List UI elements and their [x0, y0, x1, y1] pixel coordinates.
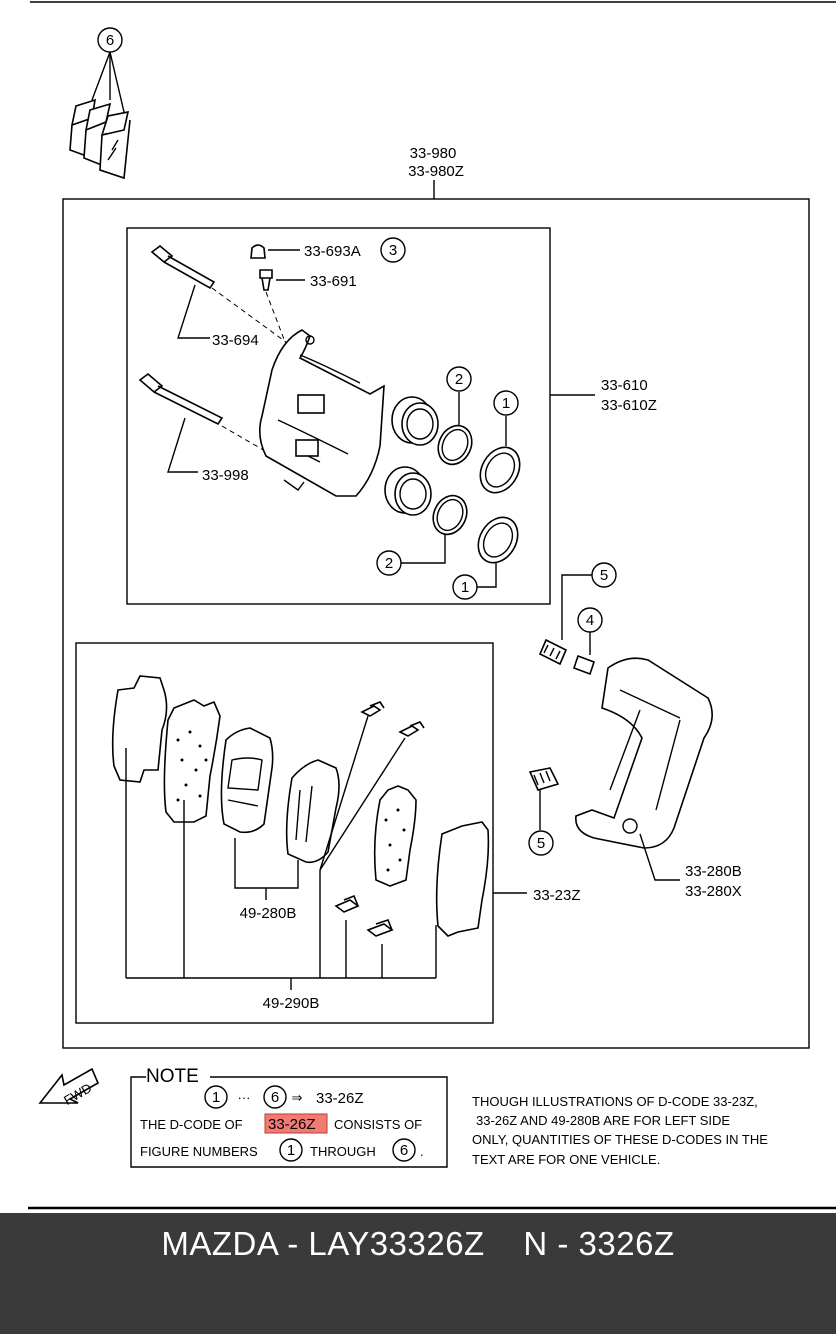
note-line2-pre: THE D-CODE OF — [140, 1117, 243, 1132]
note-line3-period: . — [420, 1144, 424, 1159]
kit-6-illustration: 6 — [69, 27, 131, 180]
note-range-end: 6 — [271, 1089, 279, 1106]
bushing-callout-4: 4 — [586, 612, 594, 629]
seal-callout-upper: 2 — [455, 371, 463, 388]
bushing-callout-5-upper: 5 — [600, 567, 608, 584]
pad-set-label: 49-280B — [240, 905, 297, 922]
note-range-code: 33-26Z — [316, 1090, 364, 1107]
note-line3-mid: THROUGH — [310, 1144, 376, 1159]
note-line3-pre: FIGURE NUMBERS — [140, 1144, 258, 1159]
bracket-label-2: 33-280X — [685, 883, 742, 900]
caliper-assembly-label-2: 33-980Z — [408, 163, 464, 180]
code-highlight — [264, 1113, 328, 1134]
note-arrow: ⇒ — [292, 1090, 303, 1105]
note-line2-post: CONSISTS OF — [334, 1117, 422, 1132]
brake-caliper-diagram: 6 33-980 33-980Z 33-610 33-610Z 33-693A … — [28, 1, 836, 1210]
bracket-label-1: 33-280B — [685, 863, 742, 880]
footer-bar — [0, 1213, 836, 1334]
shim-set-label: 49-290B — [263, 995, 320, 1012]
guide-pin-lower-label: 33-998 — [202, 467, 249, 484]
side-note-line-2: 33-26Z AND 49-280B ARE FOR LEFT SIDE — [476, 1113, 730, 1128]
piston-lower — [384, 466, 432, 516]
kit-6-callout: 6 — [106, 32, 114, 49]
bleeder-screw-label: 33-691 — [310, 273, 357, 290]
bleeder-cap-callout: 3 — [389, 242, 397, 259]
guide-pin-upper-label: 33-694 — [212, 332, 259, 349]
bracket-group: 5 4 5 33-280B 33-280X — [528, 562, 742, 900]
footer-title: MAZDA - LAY33326Z N - 3326Z — [161, 1225, 675, 1262]
side-note-line-4: TEXT ARE FOR ONE VEHICLE. — [472, 1152, 660, 1167]
bushing-callout-5-lower: 5 — [537, 835, 545, 852]
pad-kit-label: 33-23Z — [533, 887, 581, 904]
note-header: NOTE — [146, 1066, 199, 1087]
note-line3-start: 1 — [287, 1142, 295, 1159]
note-line3-end: 6 — [400, 1142, 408, 1159]
caliper-body-label-1: 33-610 — [601, 377, 648, 394]
side-note-line-1: THOUGH ILLUSTRATIONS OF D-CODE 33-23Z, — [472, 1094, 758, 1109]
note-highlight-code: 33-26Z — [268, 1116, 316, 1133]
seal-callout-lower: 2 — [385, 555, 393, 572]
boot-callout-lower: 1 — [461, 579, 469, 596]
piston-upper — [391, 396, 439, 446]
note-box: NOTE 1 ··· 6 ⇒ 33-26Z THE D-CODE OF 33-2… — [130, 1066, 448, 1168]
caliper-body-label-2: 33-610Z — [601, 397, 657, 414]
side-note: THOUGH ILLUSTRATIONS OF D-CODE 33-23Z, 3… — [472, 1094, 768, 1167]
bleeder-cap-label: 33-693A — [304, 243, 361, 260]
note-range-dots: ··· — [238, 1090, 251, 1105]
fwd-arrow-icon: FWD — [38, 1067, 100, 1108]
note-range-start: 1 — [212, 1089, 220, 1106]
boot-callout-upper: 1 — [502, 395, 510, 412]
caliper-assembly-group: 33-980 33-980Z — [62, 145, 810, 1049]
caliper-body-group: 33-610 33-610Z 33-693A 3 33-691 33-694 3… — [126, 227, 657, 605]
pad-kit-group: 33-23Z 49-280B — [75, 642, 581, 1024]
side-note-line-3: ONLY, QUANTITIES OF THESE D-CODES IN THE — [472, 1132, 768, 1147]
caliper-assembly-label-1: 33-980 — [410, 145, 457, 162]
